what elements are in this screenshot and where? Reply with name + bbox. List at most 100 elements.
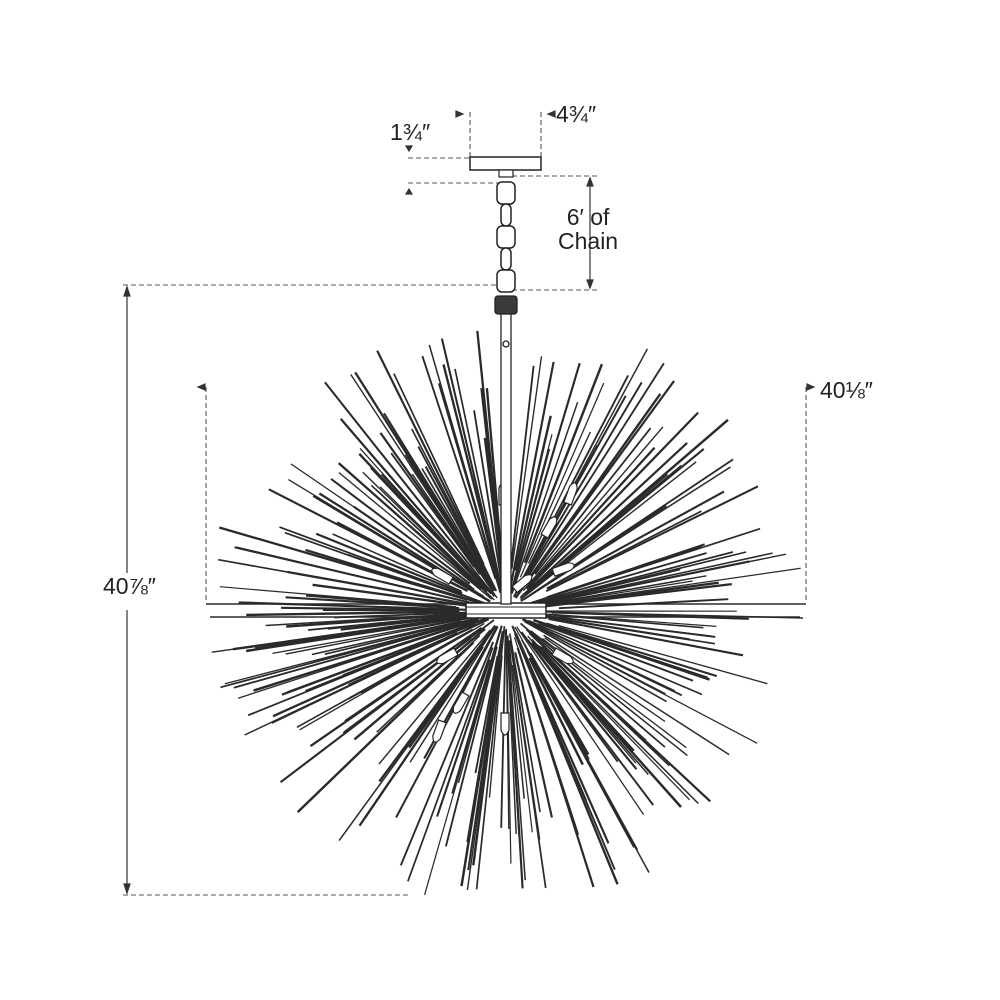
- spike: [509, 361, 555, 589]
- spike: [460, 650, 501, 887]
- spike: [285, 596, 460, 610]
- spike: [370, 466, 476, 579]
- spike: [383, 412, 480, 568]
- spike: [296, 641, 475, 813]
- spike: [528, 657, 584, 766]
- spike: [451, 625, 503, 794]
- spike: [519, 643, 616, 870]
- spike: [376, 634, 481, 733]
- spike: [483, 437, 502, 566]
- spike: [286, 612, 473, 628]
- spike: [409, 646, 484, 763]
- spike: [479, 659, 500, 791]
- spike: [509, 639, 547, 889]
- spike: [281, 606, 456, 612]
- spike: [350, 374, 494, 592]
- candle-bulb: [431, 567, 454, 585]
- spike: [290, 463, 475, 590]
- spike: [519, 486, 641, 599]
- spike: [511, 665, 533, 833]
- spike: [520, 461, 697, 601]
- spike: [558, 624, 768, 685]
- candle-bulb: [432, 719, 447, 743]
- spike: [379, 432, 482, 575]
- spike: [536, 645, 649, 776]
- spike: [485, 387, 503, 559]
- spike: [318, 492, 485, 598]
- spike: [338, 646, 481, 842]
- spike: [516, 626, 645, 815]
- canopy-height-label: 1¾″: [390, 119, 431, 145]
- spike: [548, 510, 702, 590]
- spike: [378, 629, 491, 765]
- spike: [508, 633, 541, 813]
- spike: [525, 446, 656, 590]
- spike: [370, 484, 495, 601]
- spike: [514, 415, 552, 571]
- candle-bulb: [511, 574, 533, 594]
- spike: [546, 622, 718, 678]
- spike: [544, 637, 666, 723]
- spike: [536, 552, 707, 603]
- canopy-stem: [498, 169, 514, 178]
- spike: [546, 490, 725, 590]
- spike: [337, 462, 482, 590]
- spike: [284, 531, 464, 597]
- spike: [548, 613, 717, 628]
- spike: [339, 418, 493, 595]
- spike: [218, 558, 488, 609]
- spike: [311, 620, 462, 656]
- spike: [393, 373, 485, 565]
- spike: [445, 646, 498, 847]
- spike: [522, 426, 664, 592]
- chain-length-line2: Chain: [558, 228, 619, 255]
- spike: [521, 362, 665, 586]
- top-connector: [494, 295, 518, 605]
- spike: [407, 647, 494, 882]
- spike: [523, 363, 604, 564]
- spike: [306, 594, 456, 609]
- spike: [508, 640, 525, 799]
- spike: [224, 620, 467, 685]
- spike: [545, 485, 759, 593]
- candle-bulb: [452, 691, 470, 714]
- spike: [513, 448, 551, 579]
- spike: [527, 431, 592, 564]
- spike: [332, 533, 462, 593]
- spike: [521, 582, 732, 611]
- spike: [539, 567, 681, 605]
- spike: [534, 427, 652, 575]
- spike: [519, 382, 605, 578]
- spike: [246, 610, 460, 617]
- spike: [424, 466, 496, 592]
- spike: [322, 609, 456, 612]
- spike: [543, 616, 716, 645]
- spike: [538, 622, 694, 682]
- spike: [519, 622, 666, 748]
- spike: [516, 647, 595, 888]
- fixture-width-label: 40⅛″: [820, 377, 873, 403]
- spike: [488, 655, 503, 798]
- candle-bulb: [436, 647, 459, 665]
- spike: [362, 471, 483, 589]
- spike: [525, 629, 647, 741]
- spike: [330, 478, 471, 585]
- spike: [411, 428, 486, 570]
- spike: [523, 620, 668, 703]
- spike: [234, 546, 482, 607]
- spike: [525, 620, 666, 695]
- candle-bulb: [551, 562, 575, 577]
- dimension-arrows: [123, 110, 816, 895]
- spike: [358, 641, 486, 827]
- spike: [548, 617, 744, 657]
- spike: [526, 381, 643, 576]
- chain-link: [496, 225, 516, 249]
- spike: [376, 350, 498, 592]
- spike: [524, 575, 707, 609]
- spike: [324, 618, 473, 655]
- spike: [237, 620, 476, 699]
- spike: [315, 532, 463, 595]
- spike: [395, 626, 499, 818]
- spike: [436, 659, 491, 817]
